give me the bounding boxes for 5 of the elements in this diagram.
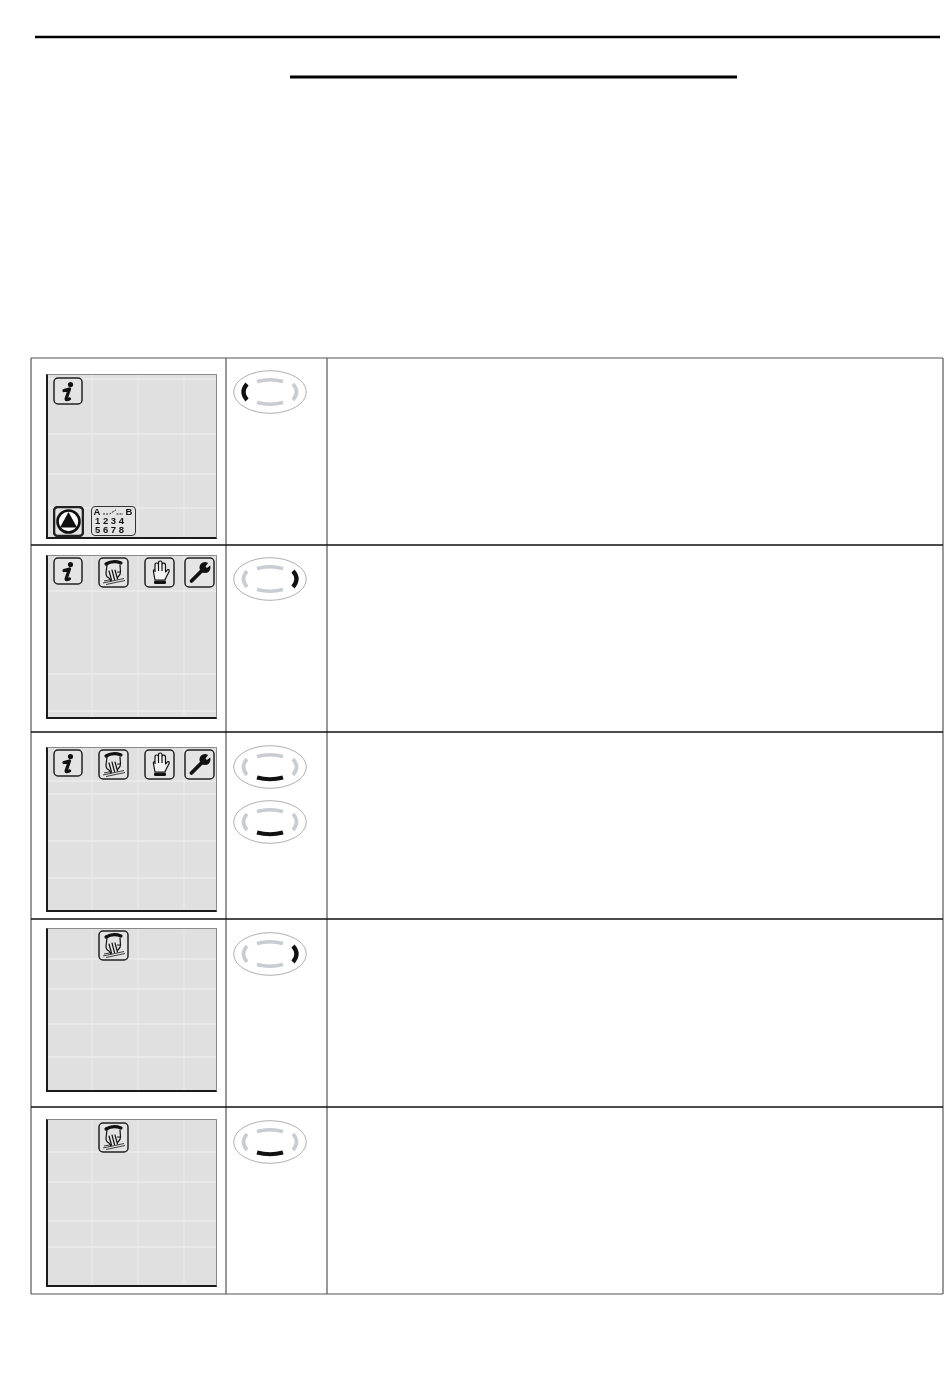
tile-letter: A xyxy=(93,507,101,516)
mode-tile xyxy=(91,506,136,536)
tile-letter: B xyxy=(125,507,133,516)
number-row: 5 6 7 8 xyxy=(95,525,125,534)
number-row: 1 2 3 4 xyxy=(95,516,125,525)
